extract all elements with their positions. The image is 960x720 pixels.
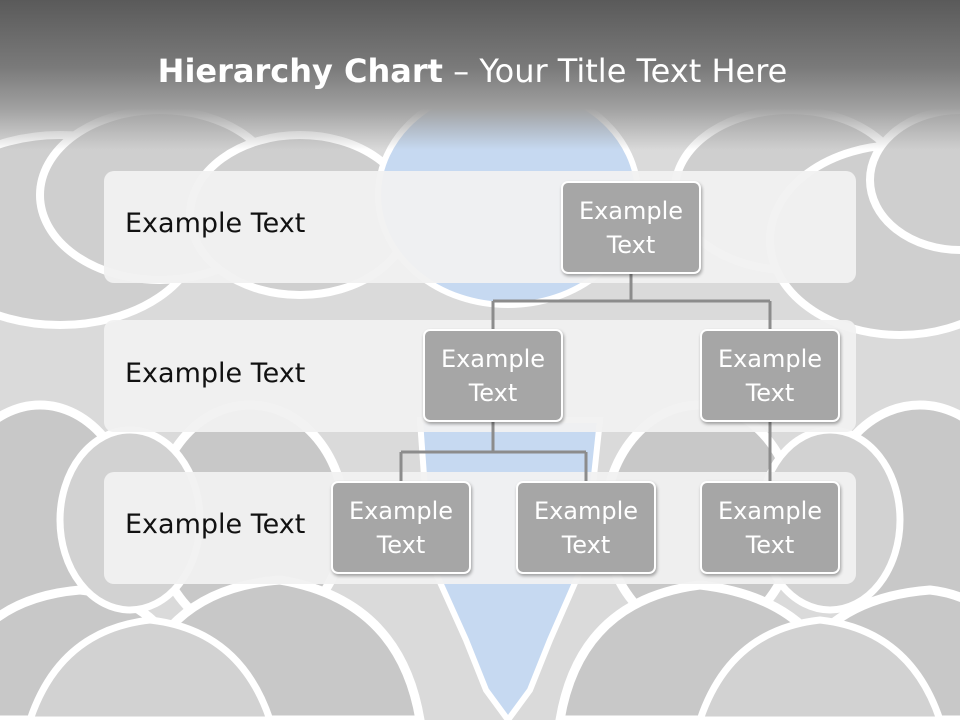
level-label-3: Example Text	[125, 509, 306, 540]
org-node-mid-right[interactable]: Example Text	[700, 329, 840, 422]
title-rest: – Your Title Text Here	[442, 52, 788, 90]
org-node-bottom-left-label: Example Text	[348, 496, 454, 559]
org-node-root-label: Example Text	[578, 196, 684, 259]
org-node-bottom-center-label: Example Text	[533, 496, 639, 559]
org-node-mid-right-label: Example Text	[717, 344, 823, 407]
org-node-mid-left[interactable]: Example Text	[423, 329, 563, 422]
org-node-mid-left-label: Example Text	[440, 344, 546, 407]
title-bar	[0, 0, 960, 150]
page-title: Hierarchy Chart – Your Title Text Here	[0, 52, 945, 90]
level-label-1: Example Text	[125, 208, 306, 239]
level-label-2: Example Text	[125, 358, 306, 389]
level-band-1	[104, 171, 856, 283]
org-node-bottom-left[interactable]: Example Text	[331, 481, 471, 574]
org-node-bottom-right[interactable]: Example Text	[700, 481, 840, 574]
org-node-bottom-right-label: Example Text	[717, 496, 823, 559]
org-node-root[interactable]: Example Text	[561, 181, 701, 274]
org-node-bottom-center[interactable]: Example Text	[516, 481, 656, 574]
title-bold: Hierarchy Chart	[157, 52, 443, 90]
